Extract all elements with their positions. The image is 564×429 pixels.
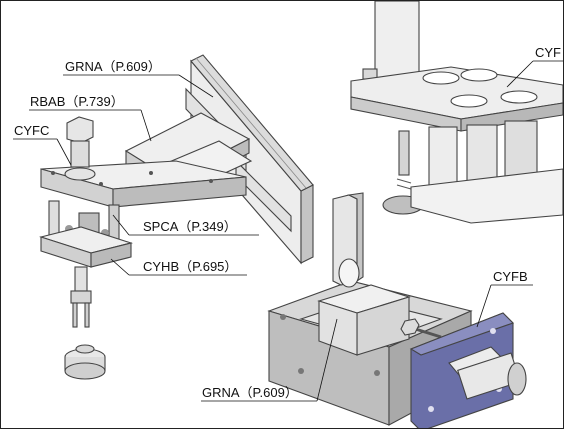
gripper-tip — [70, 266, 92, 328]
leader-lines — [13, 60, 563, 402]
upper-right-assembly — [350, 1, 563, 224]
left-gripper-assembly — [38, 54, 314, 380]
callout-rbab: RBAB（P.739） — [30, 94, 124, 109]
lower-right-assembly — [267, 192, 527, 428]
cyhb-plate — [38, 226, 134, 268]
cyfc-plate — [40, 160, 247, 208]
callout-grna-bottom: GRNA（P.609） — [202, 385, 298, 400]
top-bolt — [64, 116, 96, 181]
callout-cyhb: CYHB（P.695） — [143, 259, 238, 274]
callout-cyf: CYF — [535, 45, 561, 60]
callout-grna-top: GRNA（P.609） — [65, 59, 161, 74]
workpiece — [64, 344, 106, 380]
callout-cyfc: CYFC — [14, 123, 50, 138]
callout-cyfb: CYFB — [493, 269, 528, 284]
callout-spca: SPCA（P.349） — [143, 219, 237, 234]
